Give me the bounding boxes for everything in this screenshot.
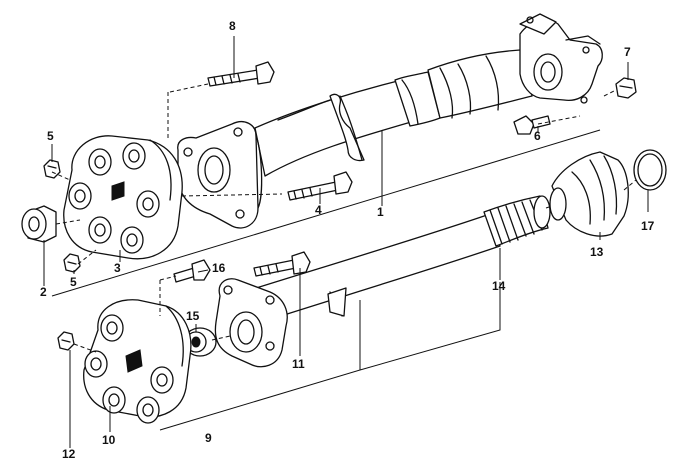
hex-bolt-small [513, 115, 551, 135]
callout-labels: 8 7 5 6 4 1 17 13 3 16 5 14 2 15 11 9 10… [40, 19, 655, 461]
assembly-guides [51, 83, 637, 353]
hex-bolt-lower-small [173, 259, 211, 283]
hex-nut-bottom [57, 331, 75, 351]
dust-boot [549, 151, 629, 237]
callout-17: 17 [641, 219, 655, 233]
callout-14: 14 [492, 279, 506, 293]
callout-1: 1 [377, 205, 384, 219]
hex-nut-upper [43, 159, 61, 179]
hex-bolt-lower-long [253, 251, 311, 277]
centering-sleeve [21, 205, 57, 243]
leader-lines [43, 36, 649, 448]
callout-12: 12 [62, 447, 76, 461]
hex-bolt-middle [287, 171, 353, 201]
clamp-ring [633, 149, 667, 191]
callout-15: 15 [186, 309, 200, 323]
callout-8: 8 [229, 19, 236, 33]
callout-5-lower: 5 [70, 275, 77, 289]
callout-2: 2 [40, 285, 47, 299]
callout-11: 11 [292, 357, 305, 371]
flex-disc-rear [83, 299, 192, 424]
callout-7: 7 [624, 45, 631, 59]
rear-drive-shaft [214, 195, 551, 368]
callout-13: 13 [590, 245, 604, 259]
callout-4: 4 [315, 203, 322, 217]
callout-3: 3 [114, 261, 121, 275]
front-drive-shaft [177, 13, 603, 229]
callout-6: 6 [534, 129, 541, 143]
hex-nut-lower [63, 253, 81, 273]
hex-nut-right [615, 77, 637, 99]
hex-bolt-top [207, 61, 275, 87]
callout-16: 16 [212, 261, 226, 275]
callout-9: 9 [205, 431, 212, 445]
flex-disc-front [63, 135, 183, 260]
callout-10: 10 [102, 433, 116, 447]
callout-5-upper: 5 [47, 129, 54, 143]
